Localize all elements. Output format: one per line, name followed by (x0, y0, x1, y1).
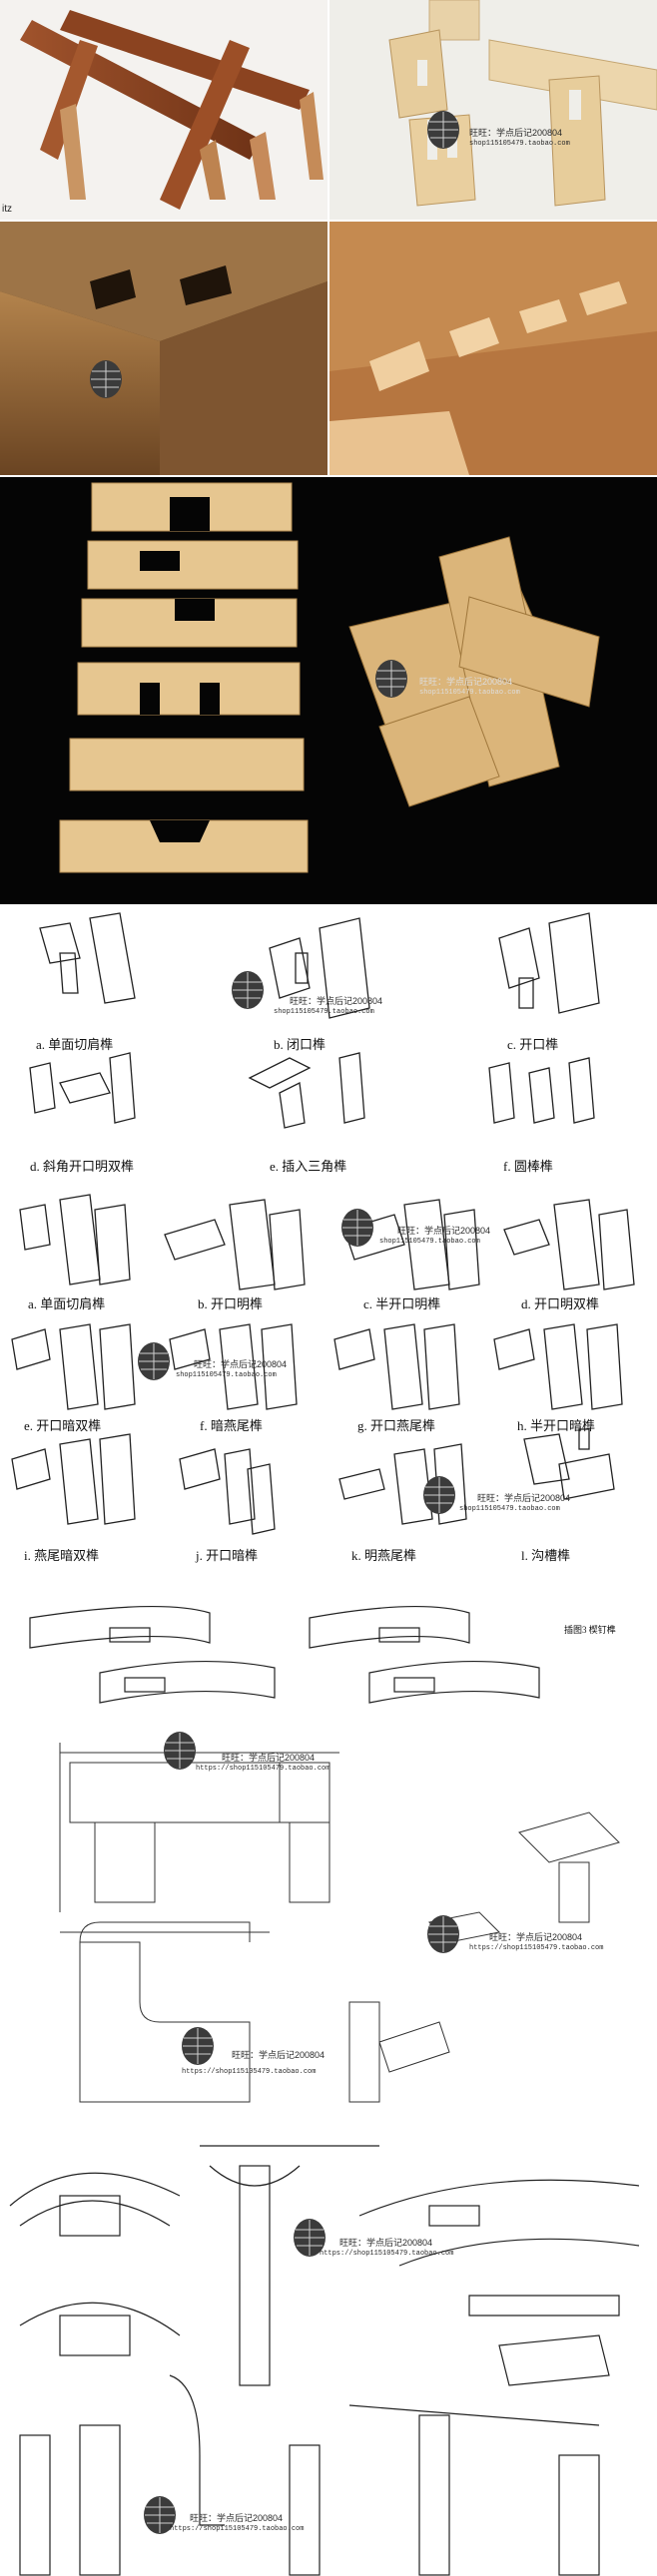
caption-e: e. 插入三角榫 (270, 1159, 347, 1174)
pinecone-watermark-icon (232, 971, 264, 1009)
figure-3-wedge-joint: 插图3 楔钉榫 (0, 1583, 657, 1723)
watermark-shop: 旺旺：学点后记200804 (489, 1932, 583, 1942)
watermark-shop: 旺旺：学点后记200804 (190, 2513, 284, 2523)
watermark-url: https://shop115105479.taobao.com (182, 2068, 317, 2076)
watermark-url: https://shop115105479.taobao.com (469, 1944, 604, 1952)
pinecone-watermark-icon (427, 1915, 459, 1953)
watermark-shop: 旺旺：学点后记200804 (194, 1359, 288, 1369)
puzzle-lock-image (59, 482, 600, 873)
watermark-shop: 旺旺：学点后记200804 (419, 677, 513, 687)
caption-g: g. 开口燕尾榫 (357, 1418, 436, 1433)
caption-l: l. 沟槽榫 (521, 1548, 571, 1563)
pinecone-watermark-icon (144, 2496, 176, 2534)
pinecone-watermark-icon (375, 660, 407, 698)
joint-set-2: 旺旺：学点后记200804 shop115105479.taobao.com 旺… (0, 1190, 657, 1583)
sketch-drawings-image (9, 2145, 640, 2576)
pinecone-watermark-icon (182, 2027, 214, 2065)
pinecone-watermark-icon (341, 1209, 373, 1247)
joint-set-1-drawings (29, 912, 600, 1129)
caption-d: d. 斜角开口明双榫 (30, 1159, 135, 1174)
watermark-shop: 旺旺：学点后记200804 (222, 1753, 316, 1763)
sketch-drawings: 旺旺：学点后记200804 https://shop115105479.taob… (0, 2126, 657, 2576)
dovetail-board-image (329, 222, 657, 475)
technical-drawings: 旺旺：学点后记200804 https://shop115105479.taob… (0, 1723, 657, 2126)
pinecone-watermark-icon (90, 360, 122, 398)
watermark-url: https://shop115105479.taobao.com (170, 2525, 305, 2533)
caption-a: a. 单面切肩榫 (36, 1037, 114, 1052)
technical-drawings-image (59, 1743, 620, 2103)
watermark-shop: 旺旺：学点后记200804 (232, 2050, 326, 2060)
pinecone-watermark-icon (423, 1476, 455, 1514)
watermark-url: shop115105479.taobao.com (459, 1505, 560, 1513)
pinecone-watermark-icon (427, 111, 459, 149)
pinecone-watermark-icon (164, 1732, 196, 1770)
watermark-url: shop115105479.taobao.com (379, 1238, 480, 1246)
caption-b: b. 闭口榫 (274, 1037, 327, 1052)
caption-e: e. 开口暗双榫 (24, 1418, 102, 1433)
photo-miter-dovetail (0, 222, 328, 475)
caption-a: a. 单面切肩榫 (28, 1296, 106, 1311)
watermark-shop: 旺旺：学点后记200804 (477, 1493, 571, 1503)
caption-k: k. 明燕尾榫 (351, 1548, 417, 1563)
caption-j: j. 开口暗榫 (196, 1548, 259, 1563)
caption-b: b. 开口明榫 (198, 1296, 264, 1311)
photo-crossed-legs: itz (0, 0, 328, 220)
pinecone-watermark-icon (294, 2219, 326, 2257)
photo-label: itz (2, 204, 12, 215)
watermark-url: shop115105479.taobao.com (176, 1371, 277, 1379)
watermark-url: shop115105479.taobao.com (469, 140, 570, 148)
joint-set-2-drawings (11, 1194, 635, 1535)
crossed-legs-image (20, 10, 324, 210)
bridle-joints-image (388, 0, 657, 207)
caption-f: f. 圆棒榫 (503, 1159, 553, 1174)
watermark-url: shop115105479.taobao.com (274, 1008, 374, 1016)
wedge-joint-drawing (29, 1605, 540, 1704)
miter-dovetail-image (0, 222, 328, 475)
watermark-url: https://shop115105479.taobao.com (320, 2250, 454, 2258)
joint-set-1: 旺旺：学点后记200804 shop115105479.taobao.com a… (0, 908, 657, 1190)
pinecone-watermark-icon (138, 1342, 170, 1380)
caption-f: f. 暗燕尾榫 (200, 1418, 263, 1433)
photo-dovetail-board (329, 222, 657, 475)
watermark-shop: 旺旺：学点后记200804 (339, 2238, 433, 2248)
watermark-shop: 旺旺：学点后记200804 (397, 1226, 491, 1236)
caption-c: c. 半开口明榫 (363, 1296, 441, 1311)
caption-h: h. 半开口暗榫 (517, 1418, 596, 1433)
caption-c: c. 开口榫 (507, 1037, 559, 1052)
watermark-shop: 旺旺：学点后记200804 (469, 128, 563, 138)
watermark-url: https://shop115105479.taobao.com (196, 1765, 330, 1773)
figure-3-title: 插图3 楔钉榫 (564, 1625, 616, 1635)
watermark-url: shop115105479.taobao.com (419, 689, 520, 697)
photo-puzzle-lock: 旺旺：学点后记200804 shop115105479.taobao.com (0, 477, 657, 904)
watermark-shop: 旺旺：学点后记200804 (290, 996, 383, 1006)
photo-bridle-joints: 旺旺：学点后记200804 shop115105479.taobao.com (329, 0, 657, 220)
caption-i: i. 燕尾暗双榫 (24, 1548, 100, 1563)
caption-d: d. 开口明双榫 (521, 1296, 600, 1311)
